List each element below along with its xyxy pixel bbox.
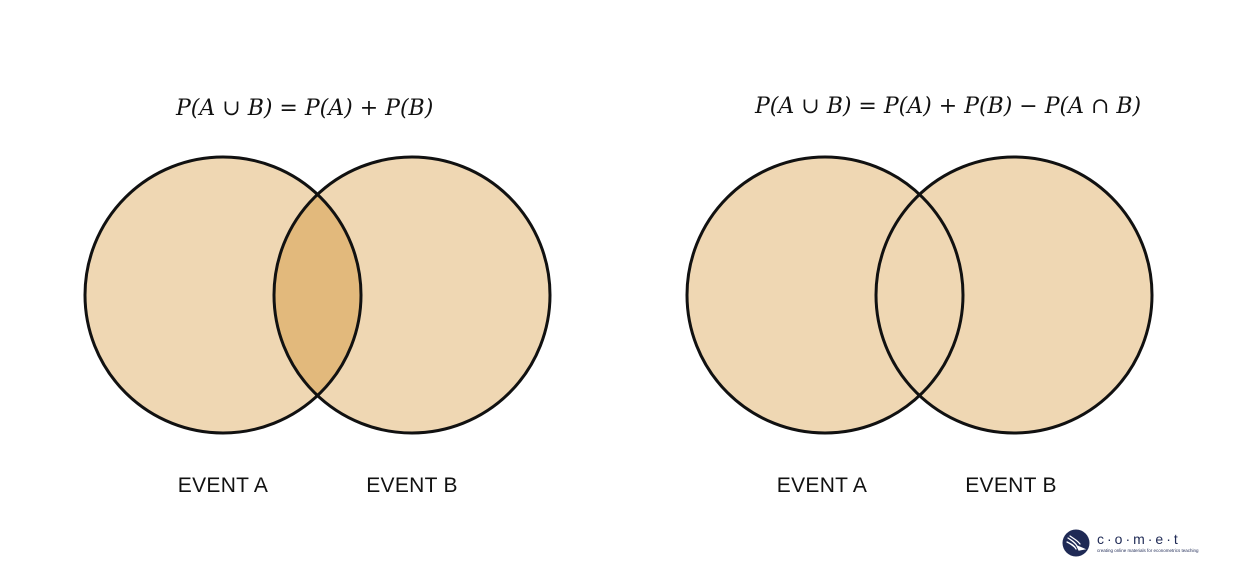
event-a-outline bbox=[83, 155, 363, 435]
logo-wordmark: c·o·m·e·t bbox=[1097, 531, 1181, 547]
venn-diagram-right bbox=[685, 155, 1154, 435]
event-b-label-right: EVENT B bbox=[965, 474, 1057, 497]
event-b-label-left: EVENT B bbox=[366, 474, 458, 497]
formula-union-simple: P(A ∪ B) = P(A) + P(B) bbox=[176, 96, 434, 121]
event-b-outline bbox=[272, 155, 552, 435]
comet-logo: c·o·m·e·t creating online materials for … bbox=[1062, 529, 1202, 559]
comet-bird-icon bbox=[1062, 529, 1090, 557]
event-b-outline bbox=[874, 155, 1154, 435]
event-a-label-right: EVENT A bbox=[776, 474, 868, 497]
formula-union-inclusion-exclusion: P(A ∪ B) = P(A) + P(B) − P(A ∩ B) bbox=[755, 94, 1142, 119]
venn-diagram-left bbox=[83, 155, 552, 435]
logo-tagline: creating online materials for econometri… bbox=[1097, 548, 1199, 553]
event-a-label-left: EVENT A bbox=[177, 474, 269, 497]
event-a-outline bbox=[685, 155, 965, 435]
